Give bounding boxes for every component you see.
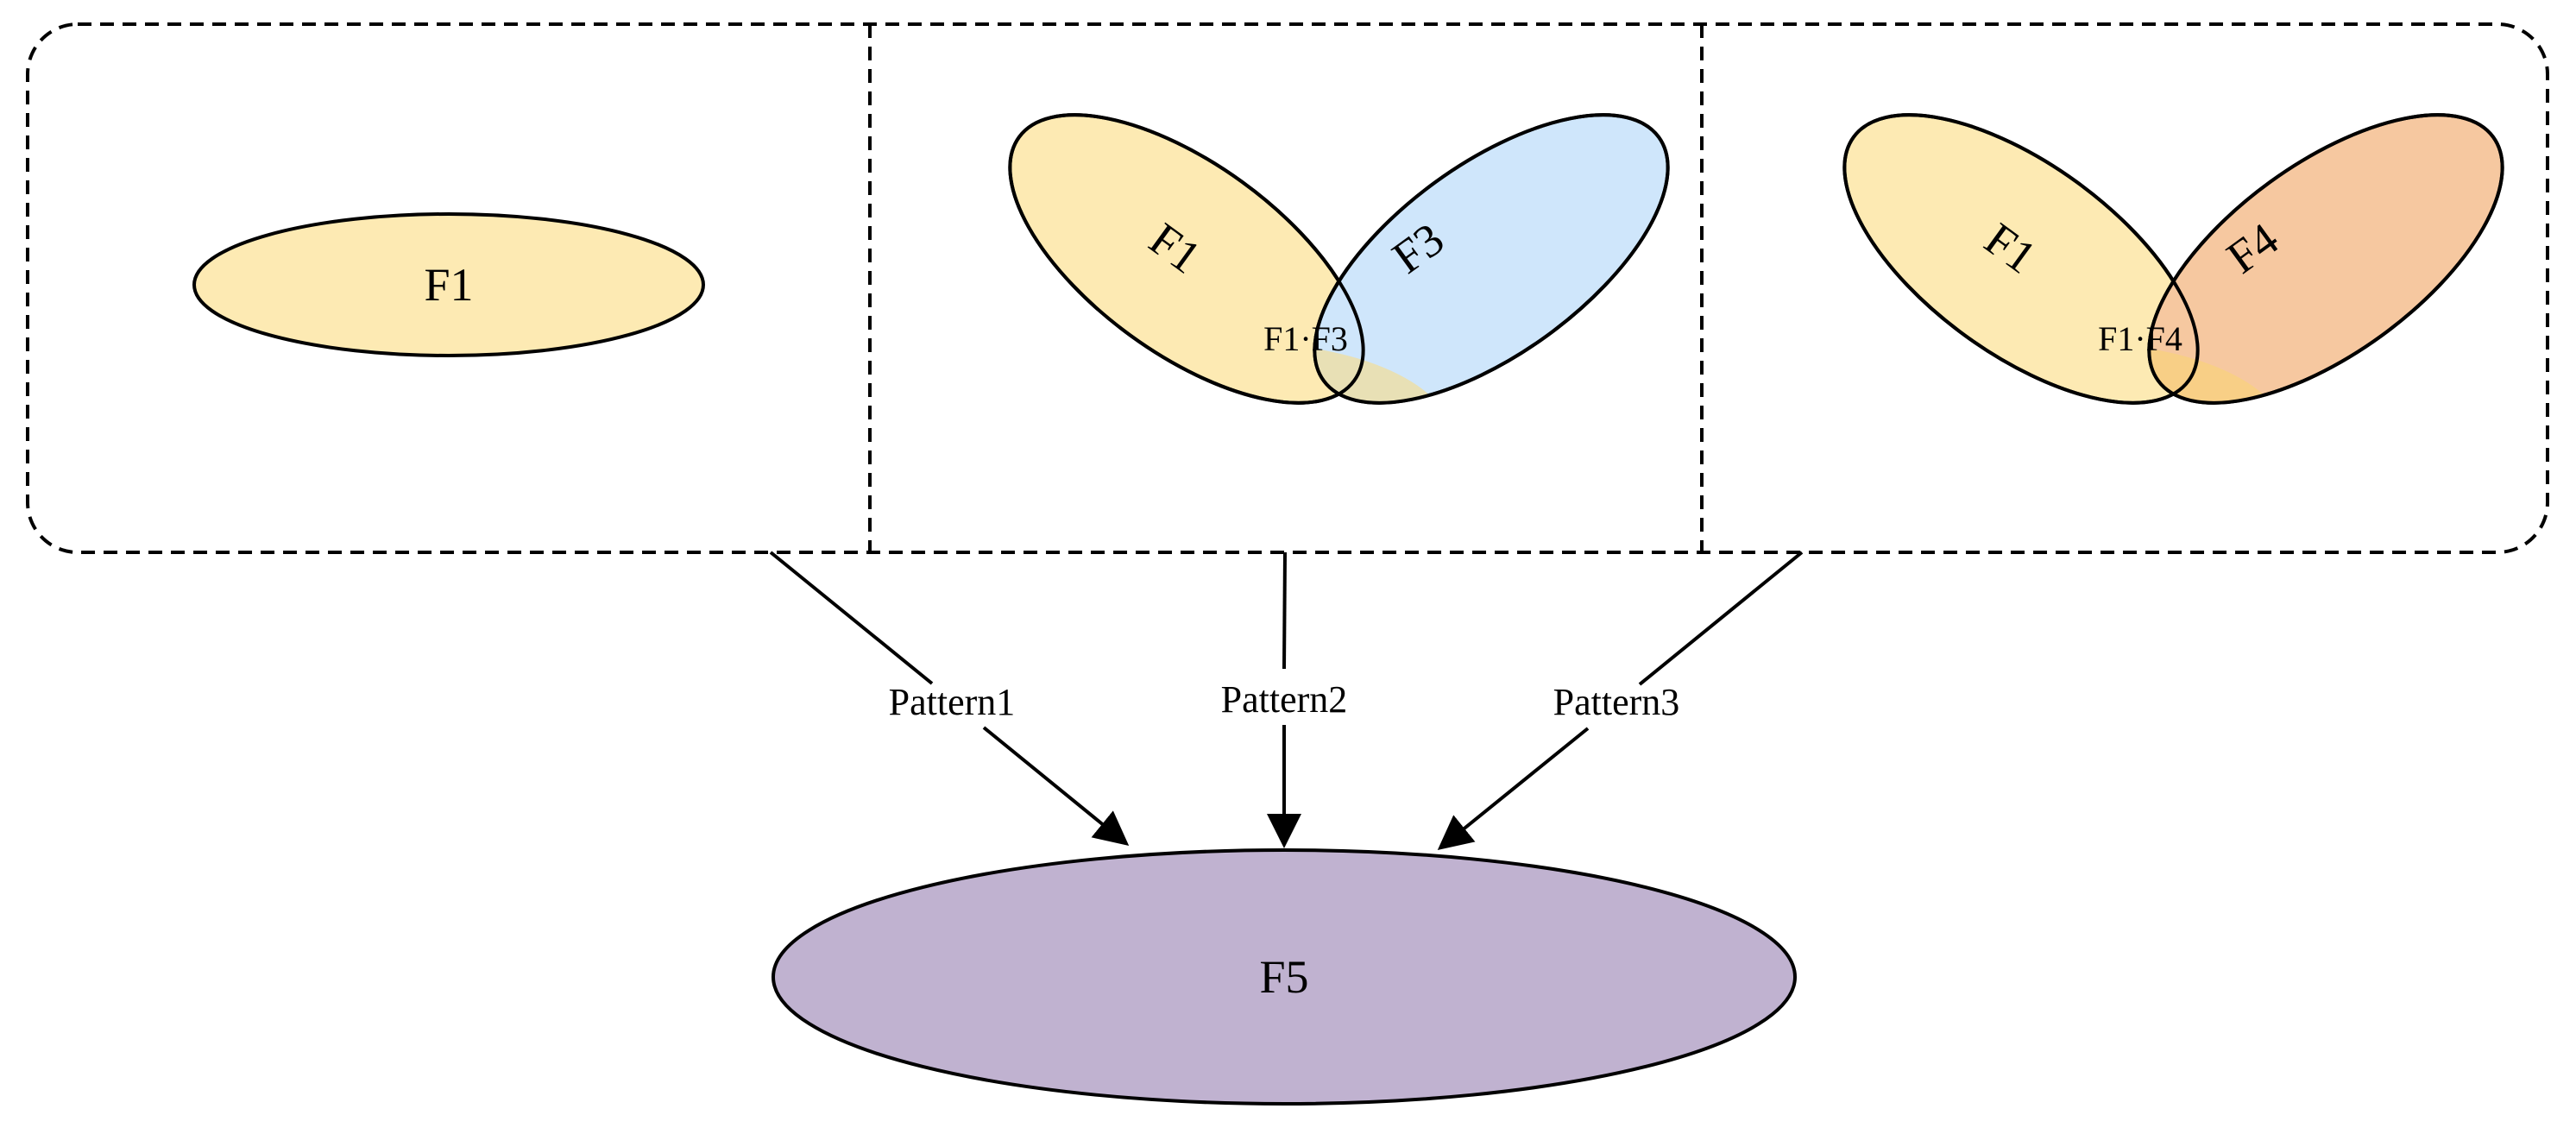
f5-label: F5 [1259,951,1308,1003]
f1-label: F1 [424,259,473,311]
arrow-pattern3: Pattern3 [1437,551,1804,851]
f1-outline-panel3 [1842,113,2200,405]
panel-1: F1 [192,212,705,357]
f1-outline-panel2 [1008,113,1365,405]
arrow-pattern1: Pattern1 [769,551,1130,847]
f5-ellipse [772,848,1797,1106]
arrow-pattern2: Pattern2 [1221,551,1348,848]
panel-3: F1 F4 F1·F4 [1842,113,2504,405]
f3-outline [1313,113,1670,405]
pattern2-label: Pattern2 [1221,678,1348,721]
f4-outline [2147,113,2504,405]
f1-ellipse [192,212,705,357]
target-node: F5 [772,848,1797,1106]
pattern3-label: Pattern3 [1553,681,1680,723]
f1-f4-overlap-label: F1·F4 [2098,319,2182,358]
f1-f3-overlap-label: F1·F3 [1263,319,1348,358]
pattern1-label: Pattern1 [889,681,1016,723]
panel-2: F1 F3 F1·F3 [1008,113,1670,405]
